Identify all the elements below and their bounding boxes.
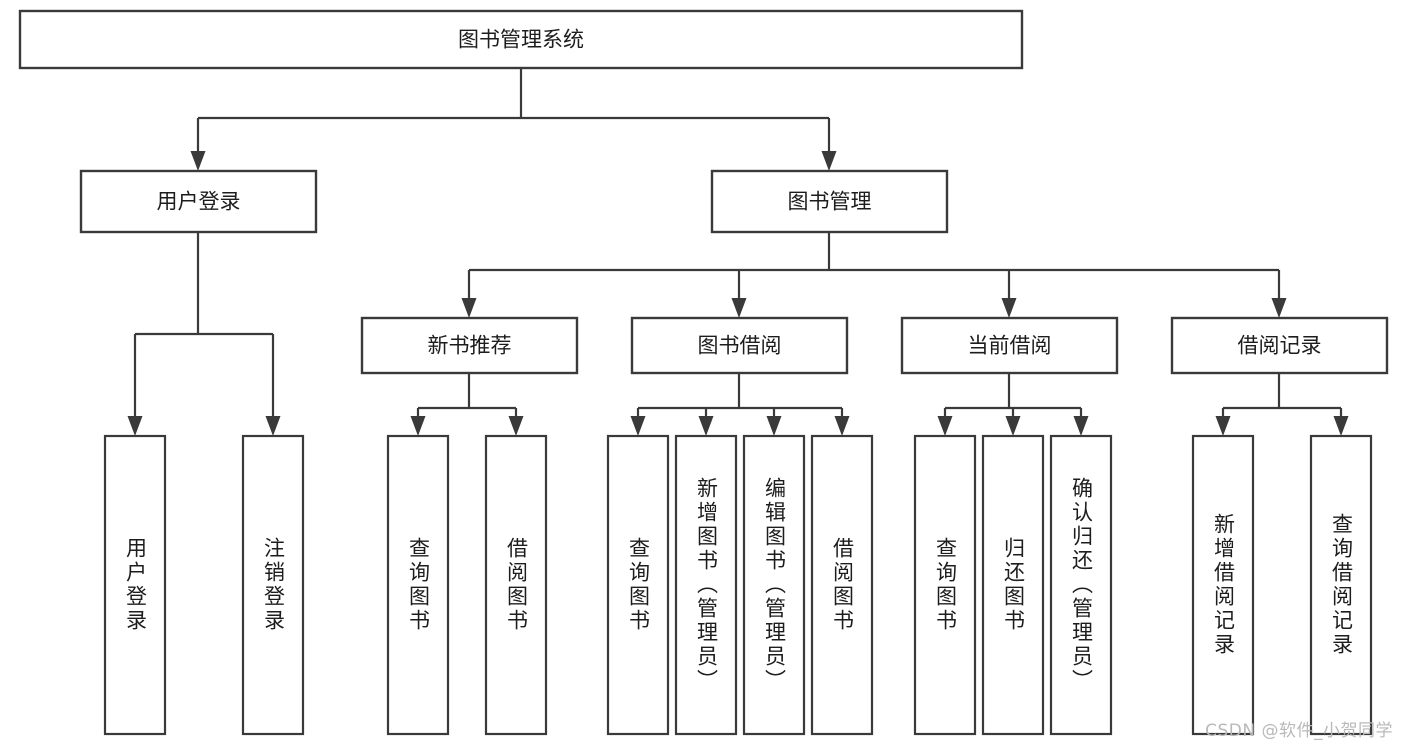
node-level3-1-label: 图书借阅 [698,334,782,358]
node-level3-3[interactable]: 借阅记录 [1170,316,1389,375]
node-root-box[interactable] [18,9,1024,70]
node-leaf-1-box[interactable] [241,434,305,736]
node-leaf-2[interactable] [386,434,450,736]
node-leaf-8-box[interactable] [913,434,977,736]
node-leaf-9[interactable] [981,434,1045,736]
node-leaf-4[interactable] [606,434,670,736]
node-leaf-9-box[interactable] [981,434,1045,736]
node-level2-1[interactable]: 图书管理 [710,169,949,234]
node-leaf-1[interactable] [241,434,305,736]
node-leaf-3[interactable] [484,434,548,736]
node-leaf-8[interactable] [913,434,977,736]
node-leaf-12-box[interactable] [1309,434,1373,736]
node-level2-0-box[interactable] [79,169,318,234]
node-level2-1-box[interactable] [710,169,949,234]
node-root-label: 图书管理系统 [458,28,584,52]
node-leaf-11[interactable] [1191,434,1255,736]
node-leaf-3-box[interactable] [484,434,548,736]
node-leaf-5-box[interactable] [674,434,738,736]
connector-line [416,373,518,417]
node-level3-2-label: 当前借阅 [968,334,1052,358]
node-leaf-6-box[interactable] [742,434,806,736]
node-leaf-7-box[interactable] [810,434,874,736]
node-level3-3-label: 借阅记录 [1238,334,1322,358]
arrow-head-icon [630,416,646,436]
node-level3-0-label: 新书推荐 [428,334,512,358]
connector-line [196,68,831,152]
node-leaf-10[interactable] [1049,434,1113,736]
connector-line [133,232,275,417]
arrow-head-icon [1001,298,1017,318]
connector-line [943,373,1083,417]
node-leaf-4-box[interactable] [606,434,670,736]
node-leaf-6[interactable] [742,434,806,736]
arrow-head-icon [508,416,524,436]
node-leaf-5[interactable] [674,434,738,736]
arrow-head-icon [127,416,143,436]
connector-record-to-leaves [1215,373,1349,436]
node-leaf-0[interactable] [103,434,167,736]
arrow-head-icon [937,416,953,436]
node-leaf-10-box[interactable] [1049,434,1113,736]
arrow-head-icon [698,416,714,436]
connector-line [636,373,844,417]
node-level3-0-box[interactable] [360,316,579,375]
connector-newbook-to-leaves [410,373,524,436]
node-root[interactable]: 图书管理系统 [18,9,1024,70]
arrow-head-icon [461,298,477,318]
arrow-head-icon [1333,416,1349,436]
connector-borrow-to-leaves [630,373,850,436]
node-leaf-7[interactable] [810,434,874,736]
arrow-head-icon [410,416,426,436]
arrow-head-icon [1073,416,1089,436]
connector-bookmgmt-to-level3 [461,232,1287,318]
arrow-head-icon [731,298,747,318]
connector-current-to-leaves [937,373,1089,436]
connector-line [1221,373,1343,417]
arrow-head-icon [766,416,782,436]
node-leaf-0-box[interactable] [103,434,167,736]
node-leaf-11-box[interactable] [1191,434,1255,736]
node-level3-3-box[interactable] [1170,316,1389,375]
node-level3-2-box[interactable] [900,316,1119,375]
node-level2-0-label: 用户登录 [157,190,241,214]
connectors-layer [127,68,1349,436]
node-level3-0[interactable]: 新书推荐 [360,316,579,375]
watermark-text: CSDN @软件_小贺同学 [1205,721,1393,741]
node-leaf-12[interactable] [1309,434,1373,736]
arrow-head-icon [1271,298,1287,318]
node-level2-1-label: 图书管理 [788,190,872,214]
connector-root-to-level2 [190,68,837,171]
arrow-head-icon [265,416,281,436]
arrow-head-icon [190,151,206,171]
arrow-head-icon [1215,416,1231,436]
connector-line [467,232,1281,299]
arrow-head-icon [1005,416,1021,436]
connector-userlogin-to-leaves [127,232,281,436]
arrow-head-icon [834,416,850,436]
node-level3-1-box[interactable] [630,316,849,375]
node-leaf-2-box[interactable] [386,434,450,736]
node-level3-2[interactable]: 当前借阅 [900,316,1119,375]
node-level3-1[interactable]: 图书借阅 [630,316,849,375]
node-level2-0[interactable]: 用户登录 [79,169,318,234]
arrow-head-icon [821,151,837,171]
